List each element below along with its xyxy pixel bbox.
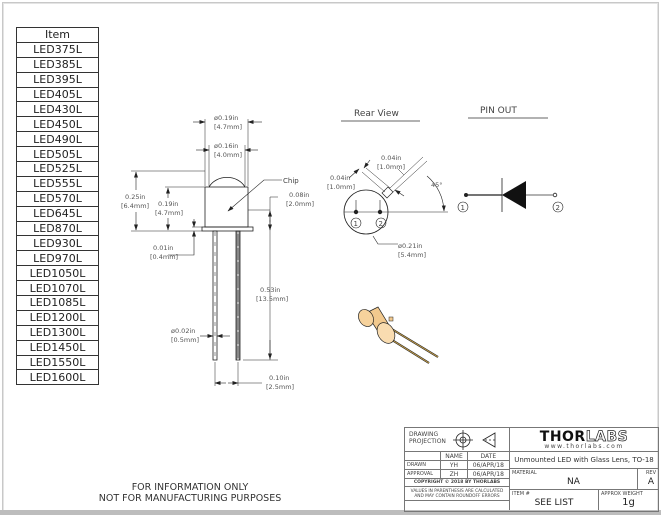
led-flange xyxy=(201,226,254,232)
pinout-pin-1: 1 xyxy=(461,204,465,212)
approval-name: ZH xyxy=(440,469,468,479)
dim-lens-dia-in: ø0.16in xyxy=(214,142,238,150)
drawn-date: 06/APR/18 xyxy=(466,460,511,470)
rear-pin-1: 1 xyxy=(354,220,358,228)
dim-flange-in: 0.01in xyxy=(153,244,173,252)
dim-lead-length-mm: [13.5mm] xyxy=(256,295,288,303)
pin-out-title: PIN OUT xyxy=(480,106,517,116)
rev-label: REV xyxy=(645,470,656,476)
item-row: LED430L xyxy=(16,101,99,118)
lead-1 xyxy=(212,230,218,361)
dim-lead-length-in: 0.53in xyxy=(260,286,280,294)
dim-tab-length-in: 0.04in xyxy=(330,174,350,182)
item-row: LED930L xyxy=(16,235,99,252)
dim-flange-dia-mm: [5.4mm] xyxy=(398,251,426,259)
info-note: FOR INFORMATION ONLY NOT FOR MANUFACTURI… xyxy=(90,482,290,504)
item-row: LED490L xyxy=(16,131,99,148)
side-view xyxy=(131,119,282,386)
item-row: LED525L xyxy=(16,161,99,177)
angle-label: 45° xyxy=(431,181,443,189)
pinout-pin-2: 2 xyxy=(556,204,560,212)
projection-symbol xyxy=(453,430,496,450)
weight-label: APPROX WEIGHT xyxy=(601,491,643,497)
rear-pin-2: 2 xyxy=(379,220,383,228)
bottom-scrollbar[interactable] xyxy=(0,510,661,515)
material-label: MATERIAL xyxy=(512,470,537,476)
dim-lead-spacing-mm: [2.5mm] xyxy=(266,383,294,391)
led-3d-render xyxy=(358,306,439,364)
dim-lead-dia-mm: [0.5mm] xyxy=(171,336,199,344)
dim-total-height-mm: [6.4mm] xyxy=(121,202,149,210)
dim-chip-height-in: 0.08in xyxy=(289,191,309,199)
dim-tab-width-mm: [1.0mm] xyxy=(377,163,405,171)
logo-light: LABS xyxy=(585,429,629,445)
dim-can-height-mm: [4.7mm] xyxy=(155,209,183,217)
approval-date: 06/APR/18 xyxy=(466,469,511,479)
diode-symbol xyxy=(457,178,564,213)
item-row: LED505L xyxy=(16,146,99,163)
dim-lead-dia-in: ø0.02in xyxy=(171,327,195,335)
led-can xyxy=(204,186,249,228)
item-row: LED1550L xyxy=(16,354,99,371)
dim-flange-dia-in: ø0.21in xyxy=(398,242,422,250)
drawn-name: YH xyxy=(440,460,468,470)
name-header: NAME xyxy=(440,451,468,461)
note-line-2: NOT FOR MANUFACTURING PURPOSES xyxy=(98,493,282,504)
dim-total-height-in: 0.25in xyxy=(125,193,145,201)
dim-lead-spacing-in: 0.10in xyxy=(269,374,289,382)
dim-tab-length-mm: [1.0mm] xyxy=(327,183,355,191)
item-row: LED1600L xyxy=(16,369,99,386)
rear-view-title: Rear View xyxy=(354,109,399,119)
projection-label: DRAWING PROJECTION xyxy=(409,431,446,445)
third-angle-projection-icon xyxy=(453,430,496,450)
weight-value: 1g xyxy=(622,497,635,508)
website: www.thorlabs.com xyxy=(544,443,624,450)
item-row: LED1200L xyxy=(16,309,99,326)
description: Unmounted LED with Glass Lens, TO-18 xyxy=(510,452,658,469)
disclaimer: VALUES IN PARENTHESIS ARE CALCULATED AND… xyxy=(404,486,510,501)
approval-label: APPROVAL xyxy=(403,469,442,479)
item-label: ITEM # xyxy=(512,491,530,497)
dim-lens-dia-mm: [4.0mm] xyxy=(214,151,242,159)
chip-label: Chip xyxy=(283,177,299,185)
dim-outer-dia-in: ø0.19in xyxy=(214,114,238,122)
item-row: LED375L xyxy=(16,41,99,58)
item-value: SEE LIST xyxy=(534,498,574,508)
dim-chip-height-mm: [2.0mm] xyxy=(286,200,314,208)
dim-outer-dia-mm: [4.7mm] xyxy=(214,123,242,131)
copyright: COPYRIGHT © 2018 BY THORLABS xyxy=(404,478,510,487)
drawn-label: DRAWN xyxy=(403,460,442,470)
thorlabs-logo: THORLABS xyxy=(510,429,658,445)
rev-value: A xyxy=(647,477,654,487)
item-row: LED1300L xyxy=(16,324,99,341)
lens-dome xyxy=(208,177,246,188)
dim-can-height-in: 0.19in xyxy=(158,200,178,208)
lead-2 xyxy=(235,230,241,361)
material-value: NA xyxy=(567,477,580,487)
dim-flange-mm: [0.4mm] xyxy=(150,253,178,261)
date-header: DATE xyxy=(466,451,511,461)
note-line-1: FOR INFORMATION ONLY xyxy=(131,482,249,493)
rear-view xyxy=(343,156,448,245)
dim-tab-width-in: 0.04in xyxy=(381,154,401,162)
logo-dark: THOR xyxy=(539,429,586,445)
